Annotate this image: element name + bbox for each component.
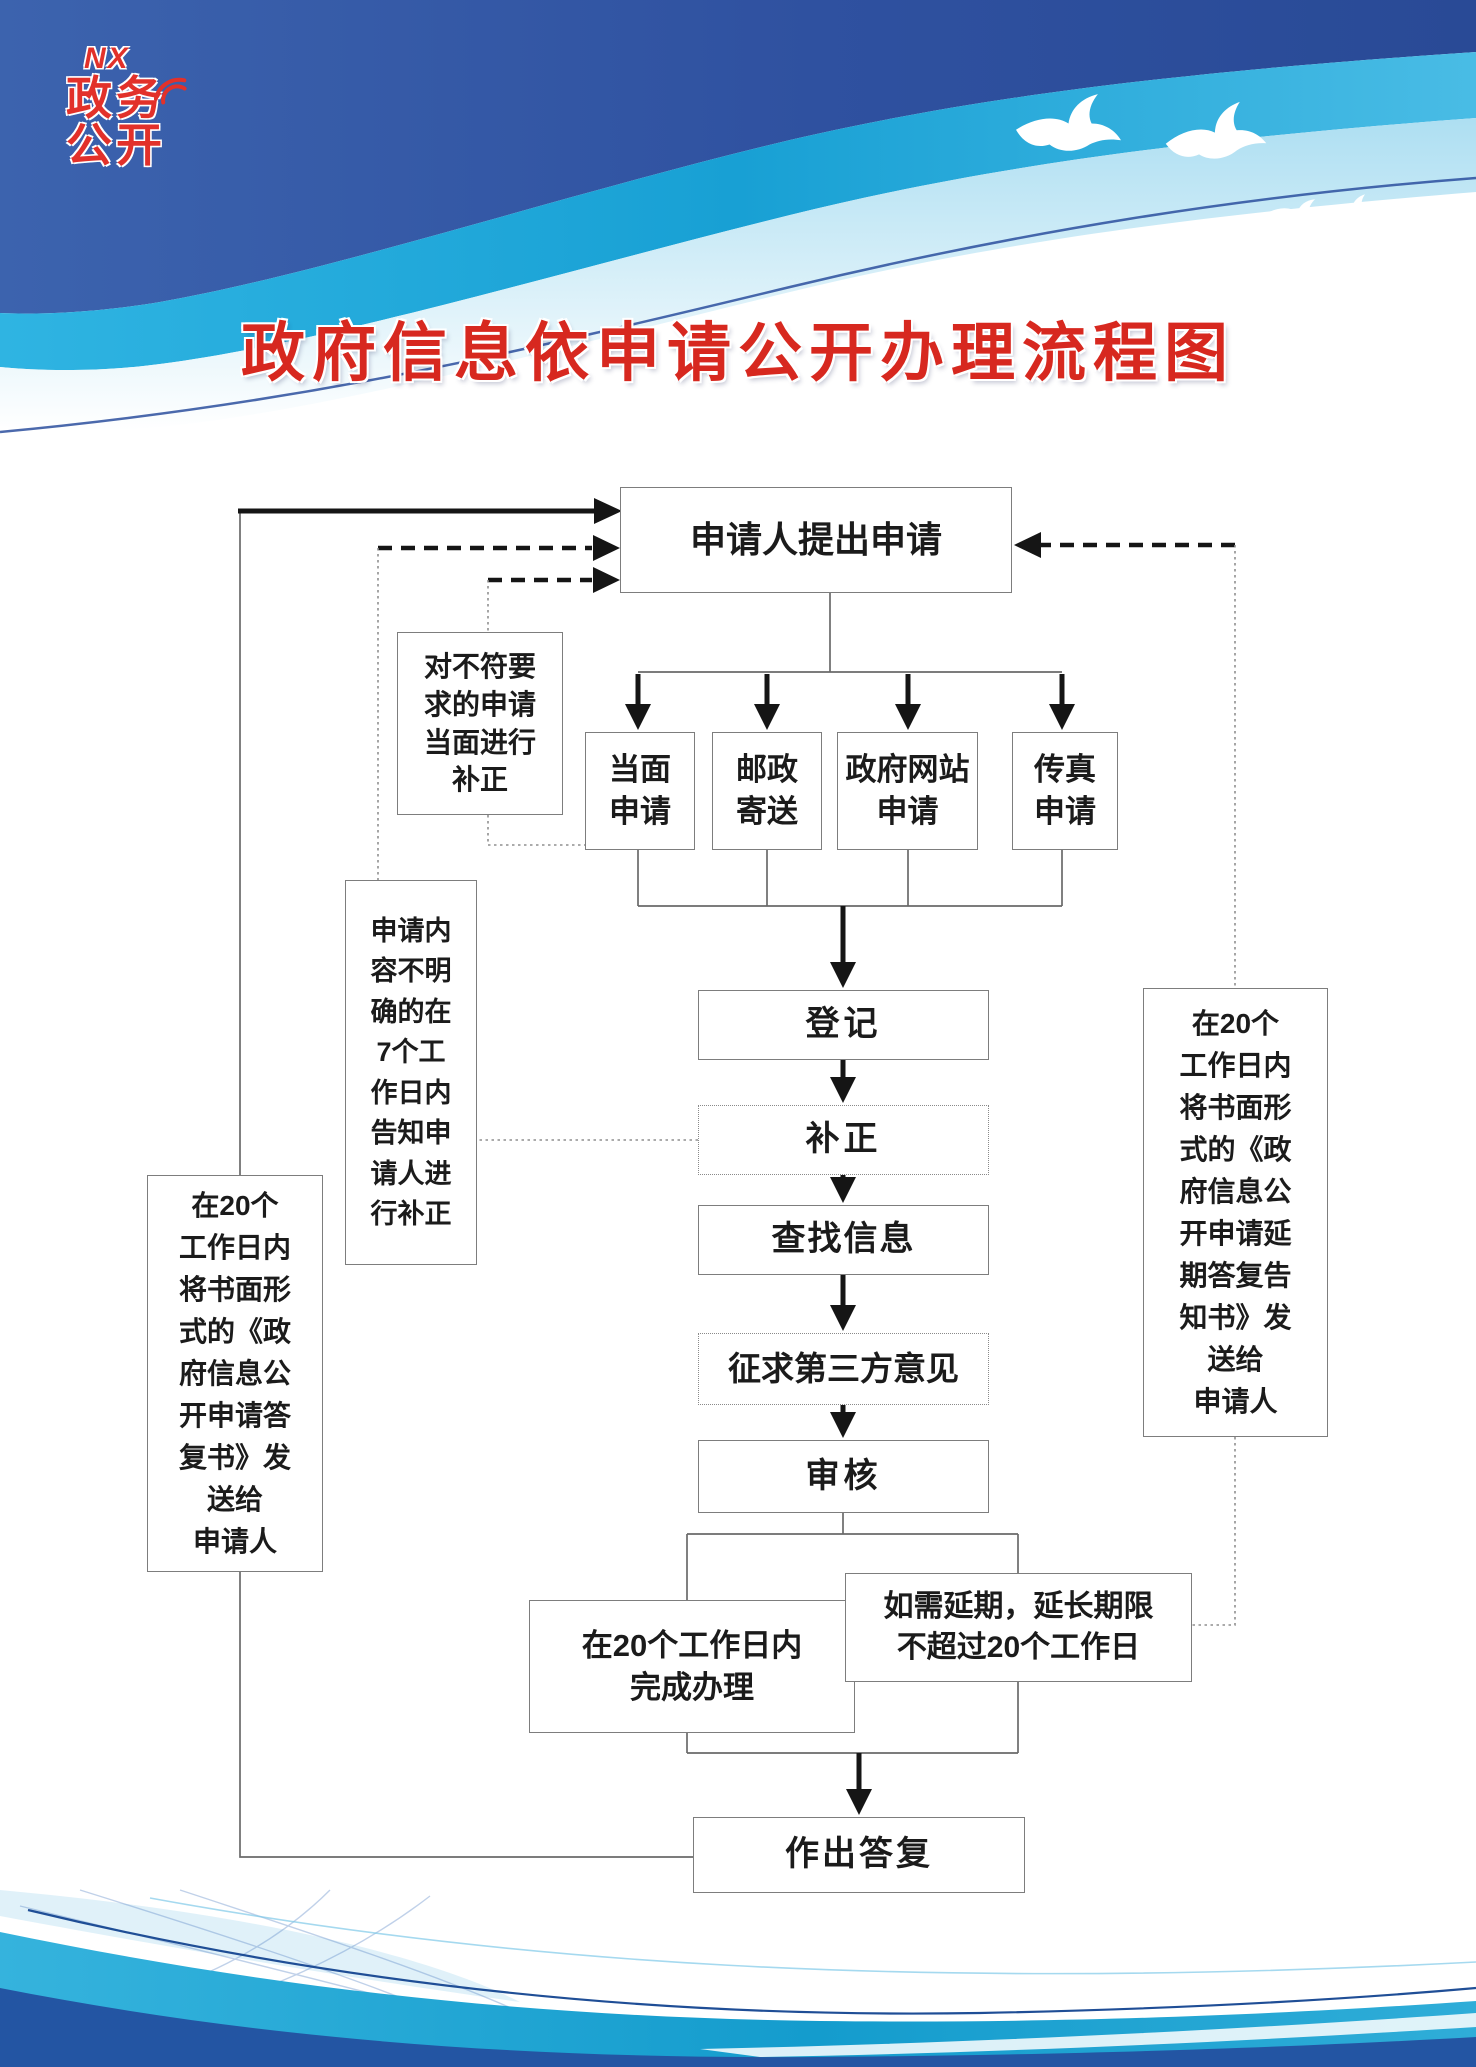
dove-icons <box>1016 94 1378 335</box>
flow-node-third-party: 征求第三方意见 <box>698 1333 989 1405</box>
flow-node-channel-website: 政府网站 申请 <box>837 732 978 850</box>
flow-node-correction-notice: 对不符要 求的申请 当面进行 补正 <box>397 632 563 815</box>
flow-node-channel-inperson: 当面 申请 <box>585 732 695 850</box>
flow-node-complete: 在20个工作日内 完成办理 <box>529 1600 855 1733</box>
flow-node-reply-letter: 在20个 工作日内 将书面形 式的《政 府信息公 开申请答 复书》发 送给 申请… <box>147 1175 323 1572</box>
signal-arcs-icon <box>154 77 187 105</box>
logo-nx-text: NX <box>84 42 130 75</box>
flow-node-unclear-notice: 申请内 容不明 确的在 7个工 作日内 告知申 请人进 行补正 <box>345 880 477 1265</box>
header-wave-art <box>0 0 1476 434</box>
flow-node-extend: 如需延期，延长期限 不超过20个工作日 <box>845 1573 1192 1682</box>
flow-node-search-info: 查找信息 <box>698 1205 989 1275</box>
flow-node-channel-post: 邮政 寄送 <box>712 732 822 850</box>
logo-line1: 政务 <box>66 71 166 124</box>
agency-logo: NX 政务 公开 <box>58 42 208 171</box>
footer-wave-art <box>0 1889 1476 2067</box>
flow-node-delay-letter: 在20个 工作日内 将书面形 式的《政 府信息公 开申请延 期答复告 知书》发 … <box>1143 988 1328 1437</box>
flow-node-apply: 申请人提出申请 <box>620 487 1012 593</box>
flow-node-respond: 作出答复 <box>693 1817 1025 1893</box>
flow-node-channel-fax: 传真 申请 <box>1012 732 1118 850</box>
page-title: 政府信息依申请公开办理流程图 <box>241 317 1235 389</box>
flow-node-register: 登记 <box>698 990 989 1060</box>
flow-node-review: 审核 <box>698 1440 989 1513</box>
logo-line2: 公开 <box>66 118 166 171</box>
flow-node-supplement: 补正 <box>698 1105 989 1175</box>
